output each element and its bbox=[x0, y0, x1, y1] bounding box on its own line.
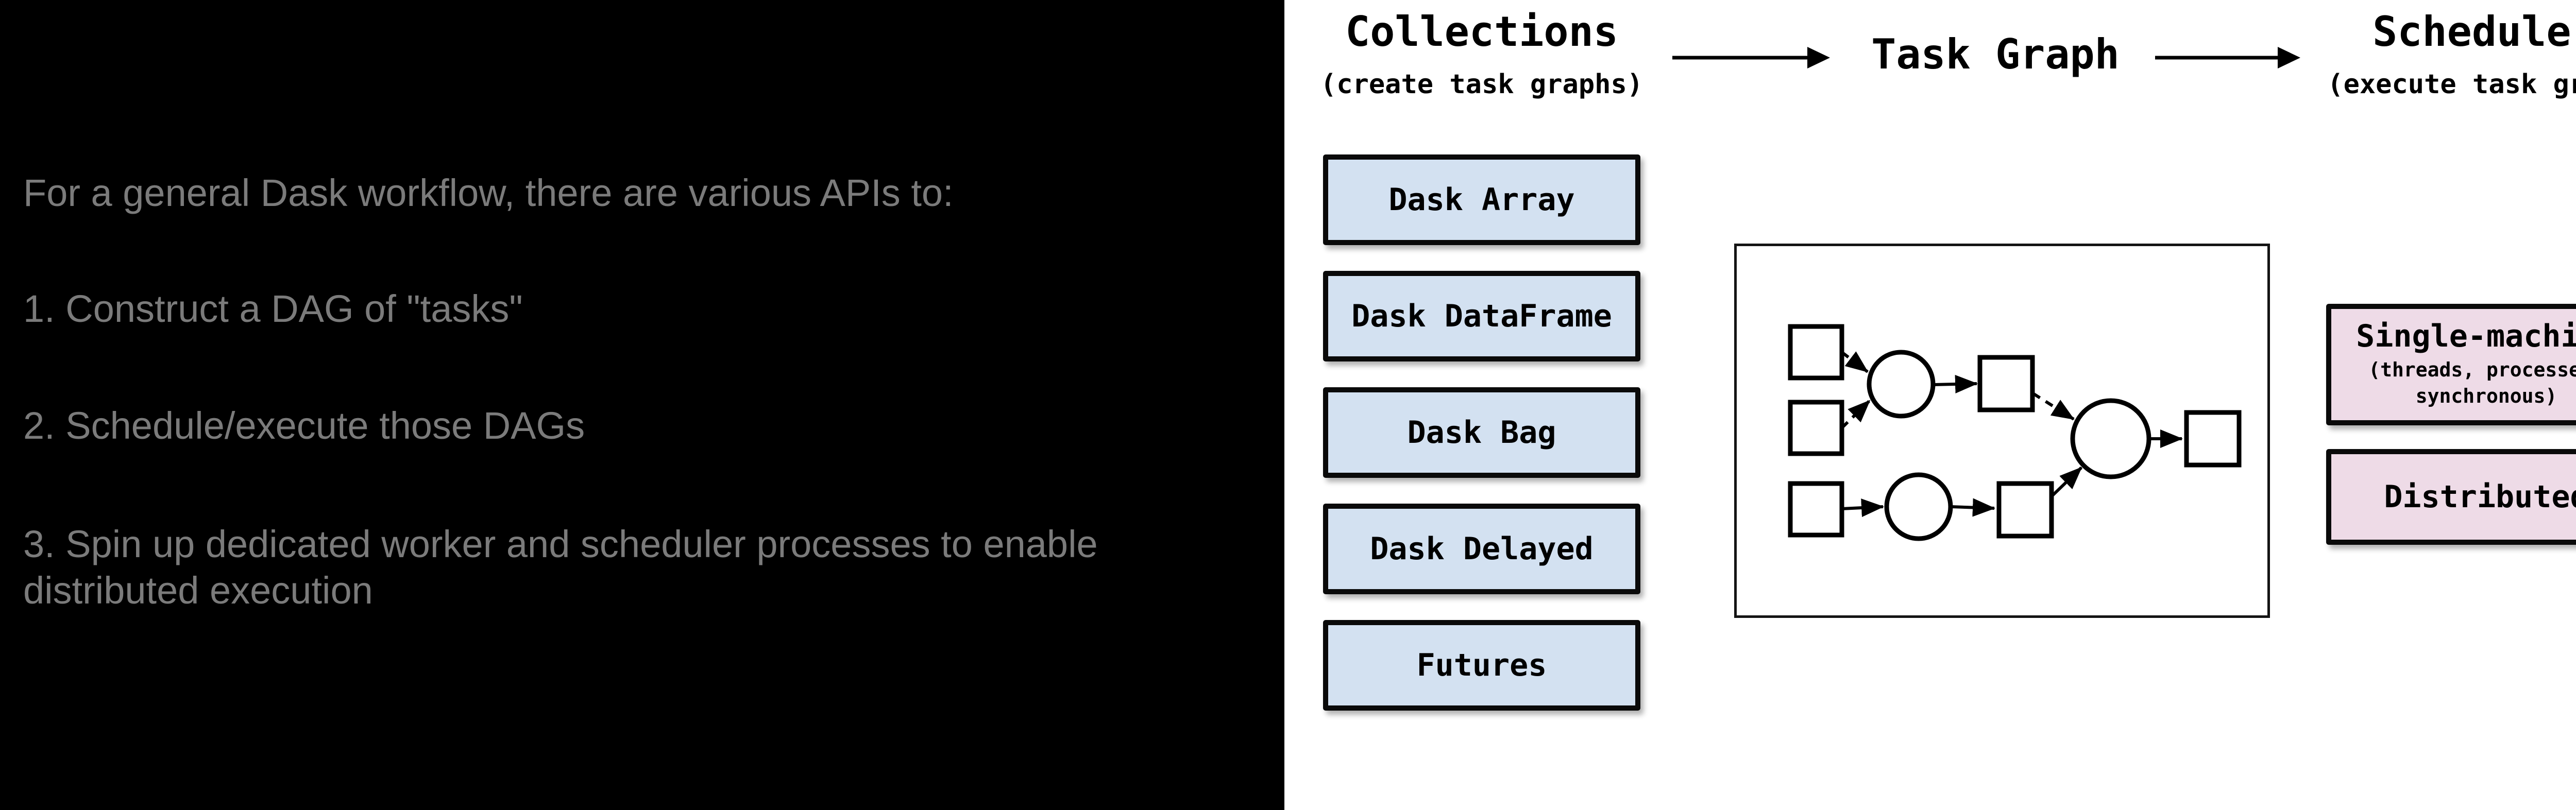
scheduler-box-title: Distributed bbox=[2384, 479, 2576, 515]
collection-box-futures: Futures bbox=[1323, 620, 1640, 711]
left-panel: For a general Dask workflow, there are v… bbox=[0, 0, 1284, 810]
task-node-square-mid-1 bbox=[1977, 355, 2035, 412]
task-graph-svg bbox=[1788, 324, 2242, 541]
collections-subtitle: (create task graphs) bbox=[1320, 69, 1643, 100]
flow-arrow-right-icon bbox=[1671, 41, 1831, 77]
scheduler-box-subtitle: (threads, processes, synchronous) bbox=[2368, 357, 2576, 409]
task-node-square-in-3 bbox=[1788, 481, 1844, 538]
task-graph-header: Task Graph bbox=[1867, 34, 2124, 75]
collection-box-dask-array: Dask Array bbox=[1323, 154, 1640, 245]
scheduler-box-single-machine: Single-machine (threads, processes, sync… bbox=[2326, 304, 2576, 425]
collection-box-dask-delayed: Dask Delayed bbox=[1323, 504, 1640, 594]
intro-text: For a general Dask workflow, there are v… bbox=[23, 171, 954, 214]
flow-arrow-right-icon bbox=[2154, 41, 2303, 77]
task-edge-sq3-circle2 bbox=[1841, 498, 1884, 518]
task-edge-sq1-circle1 bbox=[1841, 351, 1869, 373]
diagram-panel: Collections (create task graphs) Task Gr… bbox=[1284, 0, 2576, 810]
task-node-square-in-1 bbox=[1788, 324, 1844, 381]
scheduler-box-title: Single-machine bbox=[2356, 318, 2576, 354]
collection-box-dask-dataframe: Dask DataFrame bbox=[1323, 271, 1640, 361]
task-edge-circle1-sqmid1 bbox=[1933, 375, 1978, 393]
collection-box-label: Dask Bag bbox=[1407, 415, 1556, 451]
collection-box-dask-bag: Dask Bag bbox=[1323, 387, 1640, 478]
workflow-item-1: 1. Construct a DAG of "tasks" bbox=[23, 287, 523, 330]
task-graph-title: Task Graph bbox=[1871, 30, 2120, 78]
collection-box-label: Futures bbox=[1416, 647, 1547, 683]
schedulers-title: Schedulers bbox=[2372, 8, 2576, 56]
task-edge-sq2-circle1 bbox=[1840, 399, 1871, 429]
workflow-item-3: 3. Spin up dedicated worker and schedule… bbox=[23, 523, 1098, 612]
task-node-circle-2 bbox=[1884, 472, 1953, 541]
task-edge-sqmid2-circle3 bbox=[2050, 466, 2083, 498]
collections-header: Collections (create task graphs) bbox=[1301, 11, 1662, 98]
collection-box-label: Dask Delayed bbox=[1370, 531, 1594, 567]
collections-title: Collections bbox=[1345, 8, 1618, 56]
collection-box-label: Dask Array bbox=[1388, 182, 1575, 218]
task-edge-circle2-sqmid2 bbox=[1951, 498, 1995, 517]
schedulers-header: Schedulers (execute task graphs) bbox=[2316, 11, 2576, 98]
scheduler-box-distributed: Distributed bbox=[2326, 449, 2576, 545]
task-node-circle-3 bbox=[2070, 398, 2151, 479]
task-edge-sqmid1-circle3 bbox=[2032, 392, 2075, 421]
workflow-item-2: 2. Schedule/execute those DAGs bbox=[23, 404, 585, 447]
schedulers-subtitle: (execute task graphs) bbox=[2327, 69, 2576, 100]
task-node-square-out bbox=[2184, 410, 2242, 468]
scheduler-box-subtitle-line: (threads, processes, bbox=[2368, 358, 2576, 381]
task-node-square-in-2 bbox=[1788, 400, 1844, 456]
task-node-square-mid-2 bbox=[1996, 481, 2054, 539]
task-graph-box bbox=[1734, 244, 2270, 618]
task-node-circle-1 bbox=[1867, 350, 1936, 419]
scheduler-box-subtitle-line: synchronous) bbox=[2415, 385, 2557, 407]
collection-box-label: Dask DataFrame bbox=[1351, 298, 1612, 334]
